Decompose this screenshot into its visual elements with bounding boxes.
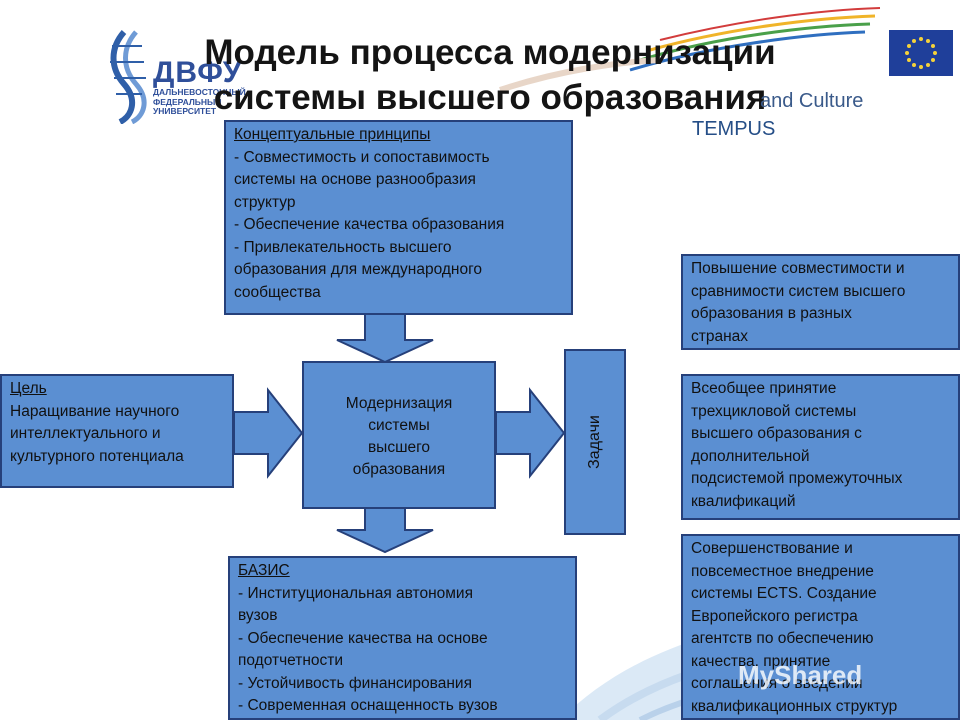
dvfu-logo-line-3: УНИВЕРСИТЕТ [153, 106, 217, 116]
principles-line: - Привлекательность высшего [234, 238, 452, 256]
principles-line: образования для международного [234, 261, 483, 278]
dvfu-logo-text: ДВФУ ДАЛЬНЕВОСТОЧНЫЙ ФЕДЕРАЛЬНЫЙ УНИВЕРС… [153, 58, 246, 117]
task-1-line: Повышение совместимости и [691, 260, 905, 277]
dvfu-logo-line-1: ДАЛЬНЕВОСТОЧНЫЙ [153, 87, 246, 97]
task-3-box: Совершенствование и повсеместное внедрен… [681, 534, 960, 720]
arrow-goal-to-center [233, 387, 304, 479]
task-3-line: повсеместное внедрение [691, 562, 874, 580]
task-1-line: сравнимости систем высшего [691, 282, 906, 300]
center-line: образования [352, 461, 446, 478]
principles-line: - Обеспечение качества образования [234, 216, 505, 233]
task-1-line: странах [691, 327, 749, 345]
task-3-line: Европейского регистра [691, 607, 858, 625]
connector-task-1 [625, 297, 682, 350]
principles-line: сообщества [234, 283, 321, 301]
task-1-box: Повышение совместимости и сравнимости си… [681, 254, 960, 350]
basis-line: подотчетности [238, 652, 344, 669]
basis-header: БАЗИС [238, 562, 290, 579]
tasks-box: Задачи [564, 349, 626, 535]
center-line: Модернизация [345, 395, 453, 412]
task-2-line: Всеобщее принятие [691, 380, 837, 397]
task-2-line: дополнительной [691, 447, 810, 465]
task-1-line: образования в разных [691, 305, 852, 322]
slide-title-line-1: Модель процесса модернизации [204, 33, 776, 72]
arrow-center-to-basis [336, 507, 434, 554]
center-line: высшего [367, 439, 431, 456]
goal-box: Цель Наращивание научного интеллектуальн… [0, 374, 234, 488]
dvfu-logo-icon [110, 30, 147, 124]
goal-header: Цель [10, 380, 47, 397]
principles-line: - Совместимость и сопоставимость [234, 148, 490, 166]
connector-task-3 [625, 534, 682, 626]
task-2-line: квалификаций [691, 492, 796, 510]
tasks-label: Задачи [586, 415, 603, 469]
principles-header: Концептуальные принципы [234, 126, 431, 143]
task-2-box: Всеобщее принятие трехцикловой системы в… [681, 374, 960, 520]
task-3-line: соглашения о введении [691, 675, 863, 692]
basis-line: - Современная оснащенность вузов [238, 697, 498, 714]
task-2-line: высшего образования с [691, 425, 862, 442]
tempus-logo-text: TEMPUS [692, 118, 776, 140]
principles-line: структур [234, 193, 296, 211]
slide-title-line-2: системы высшего образования [213, 78, 767, 117]
basis-box: БАЗИС - Институциональная автономия вузо… [228, 556, 577, 720]
basis-line: - Устойчивость финансирования [238, 674, 472, 692]
goal-line: Наращивание научного [10, 402, 180, 420]
task-3-line: Совершенствование и [691, 540, 853, 557]
task-3-line: агентств по обеспечению [691, 630, 874, 647]
task-3-line: квалификационных структур [691, 697, 898, 715]
goal-line: культурного потенциала [10, 447, 184, 465]
task-2-line: подсистемой промежуточных [691, 470, 903, 487]
center-line: системы [368, 417, 430, 434]
center-box: Модернизация системы высшего образования [302, 361, 496, 509]
principles-line: системы на основе разнообразия [234, 171, 476, 188]
task-3-line: качества, принятие [691, 652, 831, 670]
basis-line: вузов [238, 607, 278, 624]
slide-title: Модель процесса модернизации системы выс… [150, 30, 830, 120]
arrow-principles-to-center [336, 313, 434, 364]
task-2-line: трехцикловой системы [691, 402, 857, 420]
dvfu-logo-abbr: ДВФУ [153, 56, 243, 89]
goal-line: интеллектуального и [10, 425, 161, 442]
eu-flag-icon [888, 29, 954, 77]
task-3-line: системы ECTS. Создание [691, 585, 877, 602]
principles-box: Концептуальные принципы - Совместимость … [224, 120, 573, 315]
basis-line: - Институциональная автономия [238, 584, 473, 602]
dvfu-logo-line-2: ФЕДЕРАЛЬНЫЙ [153, 96, 222, 107]
watermark-text: MyShared [738, 660, 863, 690]
basis-line: - Обеспечение качества на основе [238, 629, 488, 647]
tempus-culture-text: and Culture [760, 90, 864, 112]
arrow-center-to-tasks [495, 387, 566, 479]
